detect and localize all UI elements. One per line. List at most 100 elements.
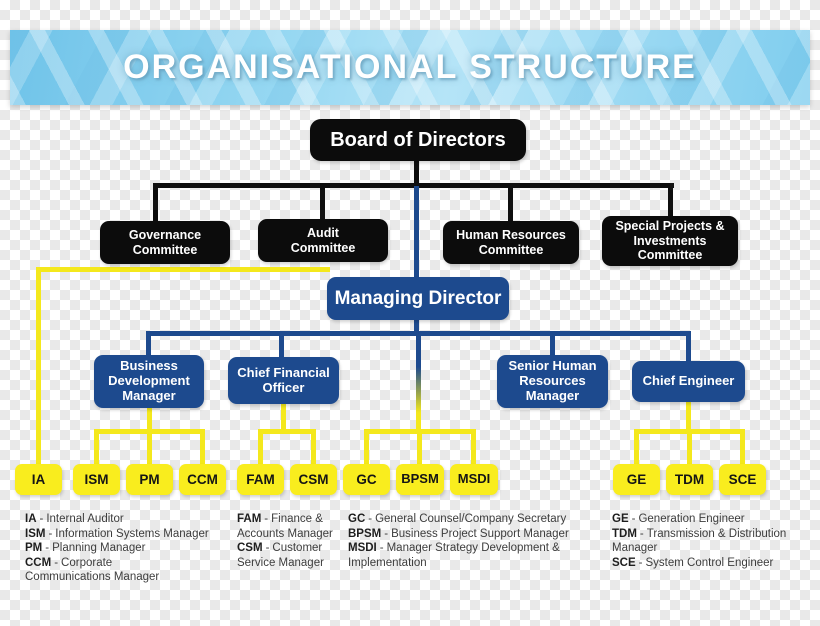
node-unit-sce: SCE [719,464,766,495]
legend-separator: - [39,513,44,525]
connector-audit-drop [320,183,325,223]
connector-pm-drop [147,429,152,465]
node-label: Managing Director [334,287,502,309]
node-label: Special Projects & Investments Committee [615,219,725,263]
connector-hr-drop [508,183,513,225]
connector-ism-drop [94,429,99,465]
legend-abbr: ISM [25,527,46,540]
legend-desc: Business Project Support Manager [391,527,569,540]
legend-item: ISM-Information Systems Manager [25,527,225,542]
legend-desc: Finance & Accounts Manager [237,513,333,540]
header-banner: ORGANISATIONAL STRUCTURE [10,30,810,105]
legend-item: FAM-Finance & Accounts Manager [237,512,339,541]
node-label: MSDI [457,471,491,487]
connector-csm-drop [311,429,316,465]
legend-separator: - [638,556,643,569]
legend-desc: System Control Engineer [645,556,774,569]
legend-desc: Planning Manager [52,542,146,554]
legend-abbr: TDM [612,527,637,540]
connector-cfo-feeder [281,403,286,433]
legend-abbr: FAM [237,513,262,525]
legend-abbr: CSM [237,542,263,554]
legend-column-2: FAM-Finance & Accounts Manager CSM-Custo… [237,512,339,570]
legend-item: GE-Generation Engineer [612,512,790,527]
legend-item: SCE-System Control Engineer [612,556,790,571]
legend-separator: - [54,556,59,569]
legend-column-1: IA-Internal Auditor ISM-Information Syst… [25,512,225,585]
legend-desc: Generation Engineer [638,513,745,525]
legend-column-4: GE-Generation Engineer TDM-Transmission … [612,512,790,570]
legend-desc: Customer Service Manager [237,542,324,569]
connector-md-units-feeder [416,331,421,433]
node-label: Chief Financial Officer [237,364,330,395]
legend-abbr: SCE [612,556,636,569]
legend-item: BPSM-Business Project Support Manager [348,527,580,542]
connector-ge-drop [634,429,639,465]
node-unit-ia: IA [15,464,62,495]
legend-separator: - [45,542,50,554]
node-business-development-manager: Business Development Manager [94,355,204,408]
node-unit-ccm: CCM [179,464,226,495]
connector-special-projects-drop [668,183,673,219]
node-label: Board of Directors [330,128,506,151]
connector-cfo-drop [279,331,284,360]
legend-item: CCM-Corporate Communications Manager [25,556,167,585]
legend-abbr: CCM [25,556,52,569]
node-unit-bpsm: BPSM [396,464,444,495]
legend-separator: - [631,513,636,525]
node-label: ISM [84,471,109,487]
legend-abbr: MSDI [348,542,377,554]
connector-bdm-feeder [147,406,152,433]
connector-committees-bus [153,183,674,188]
node-unit-tdm: TDM [666,464,713,495]
legend-separator: - [265,542,270,554]
node-chief-engineer: Chief Engineer [632,361,745,402]
legend-desc: Internal Auditor [46,513,124,525]
legend-item: GC-General Counsel/Company Secretary [348,512,580,527]
node-label: CCM [187,471,218,487]
connector-bdm-drop [146,331,151,358]
legend-item: TDM-Transmission & Distribution Manager [612,527,790,556]
connector-ccm-drop [200,429,205,465]
connector-sce-drop [740,429,745,465]
node-label: TDM [674,471,705,487]
node-audit-committee: Audit Committee [258,219,388,262]
connector-md-up [414,186,419,279]
node-board-of-directors: Board of Directors [310,119,526,161]
legend-desc: Transmission & Distribution Manager [612,527,787,555]
connector-ce-drop [686,331,691,364]
node-label: CSM [298,471,329,487]
node-label: FAM [246,471,275,487]
page-title: ORGANISATIONAL STRUCTURE [123,48,697,86]
connector-board-down [414,160,419,188]
legend-abbr: IA [25,513,37,525]
legend-column-3: GC-General Counsel/Company Secretary BPS… [348,512,580,570]
legend-item: PM-Planning Manager [25,541,225,556]
node-unit-csm: CSM [290,464,337,495]
legend-item: IA-Internal Auditor [25,512,225,527]
legend-abbr: GE [612,513,629,525]
legend-separator: - [384,527,389,540]
node-senior-hr-manager: Senior Human Resources Manager [497,355,608,408]
connector-ce-feeder [686,401,691,433]
legend-separator: - [379,542,384,554]
legend-separator: - [264,513,269,525]
legend-desc: Information Systems Manager [55,527,209,540]
node-label: IA [31,471,46,487]
node-unit-ism: ISM [73,464,120,495]
node-special-projects-committee: Special Projects & Investments Committee [602,216,738,266]
legend-separator: - [639,527,644,540]
connector-cfo-bus [258,429,316,434]
connector-ia-vertical [36,267,41,466]
node-label: Chief Engineer [642,373,735,389]
connector-governance-drop [153,183,158,225]
node-unit-pm: PM [126,464,173,495]
connector-shrm-drop [550,331,555,358]
connector-gc-drop [364,429,369,465]
legend-abbr: BPSM [348,527,382,540]
node-label: BPSM [401,471,439,487]
node-unit-gc: GC [343,464,390,495]
legend-separator: - [368,513,373,525]
node-label: SCE [728,471,757,487]
